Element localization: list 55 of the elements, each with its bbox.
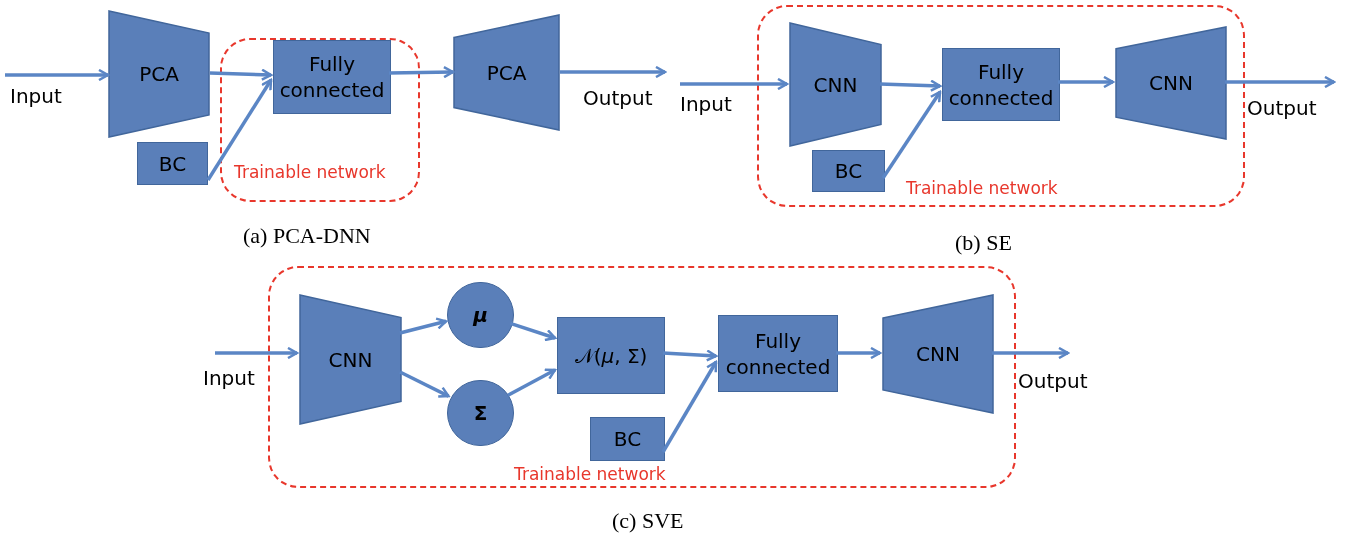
process-box [557, 317, 665, 394]
group-label: Trainable network [234, 161, 386, 184]
io-label: Input [203, 367, 255, 389]
io-label: Output [1247, 97, 1317, 119]
node-label: Fully connected [724, 327, 832, 380]
arrow [209, 68, 273, 81]
process-box [718, 315, 838, 392]
node-label: CNN [1149, 70, 1193, 96]
node-label: Σ [473, 400, 488, 426]
node-label: μ [473, 302, 488, 328]
process-box [942, 48, 1060, 121]
group-label: Trainable network [514, 463, 666, 486]
process-box [273, 40, 391, 114]
decoder-trapezoid [1115, 26, 1227, 140]
dashed-group-frame [268, 266, 1016, 488]
io-label: Input [680, 93, 732, 115]
arrow [680, 77, 789, 91]
arrow [507, 368, 557, 397]
figure-caption: (c) SVE [612, 508, 684, 534]
node-label: 𝒩(μ, Σ) [574, 342, 648, 369]
node-label: CNN [328, 346, 373, 373]
arrow [215, 346, 299, 360]
process-box [590, 417, 665, 461]
figure-caption: (a) PCA-DNN [243, 223, 371, 249]
arrow [5, 68, 110, 82]
arrow [661, 360, 718, 453]
encoder-trapezoid [108, 10, 210, 138]
arrow [206, 78, 273, 181]
node-label: Fully connected [278, 51, 386, 103]
group-label: Trainable network [906, 177, 1058, 200]
encoder-trapezoid [789, 22, 882, 147]
process-box [812, 150, 885, 192]
node-label: Fully connected [947, 58, 1055, 111]
node-label: CNN [813, 71, 858, 98]
arrow [560, 65, 667, 79]
dashed-group-frame [220, 38, 420, 202]
dashed-group-frame [757, 5, 1245, 207]
arrow [509, 321, 557, 342]
decoder-trapezoid [882, 294, 994, 414]
node-label: BC [158, 150, 187, 177]
node-label: PCA [486, 59, 527, 86]
io-label: Output [583, 87, 653, 109]
figure-caption: (b) SE [955, 230, 1012, 256]
arrow [836, 346, 882, 360]
process-box [137, 142, 208, 185]
encoder-trapezoid [299, 294, 402, 425]
decoder-trapezoid [453, 14, 560, 131]
arrow [399, 370, 450, 398]
node-label: BC [613, 426, 642, 452]
io-label: Input [10, 85, 62, 107]
node-label: CNN [916, 341, 960, 367]
io-label: Output [1018, 370, 1088, 392]
node-label: BC [834, 158, 863, 184]
arrow [1058, 75, 1115, 89]
node-label: PCA [139, 61, 179, 87]
